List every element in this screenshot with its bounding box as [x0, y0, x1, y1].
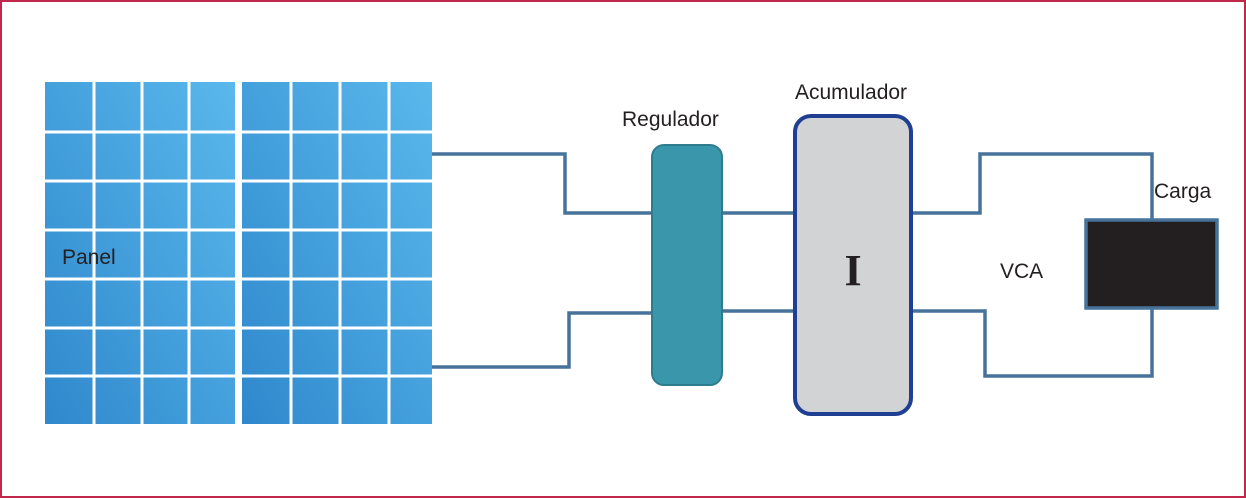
wire-negative-panel-side	[432, 311, 654, 369]
solar-panel-right	[242, 82, 432, 424]
load-block	[1084, 218, 1219, 310]
panel-label: Panel	[62, 246, 116, 269]
accumulator-label: Acumulador	[795, 81, 907, 104]
ac-voltage-label: VCA	[1000, 260, 1043, 283]
wiring	[432, 152, 1154, 378]
accumulator-block	[793, 114, 913, 416]
solar-panel-left	[45, 82, 235, 424]
load-label: Carga	[1154, 180, 1212, 203]
wire-negative-load-side	[722, 308, 1154, 378]
wire-positive-load-side	[722, 152, 1154, 220]
accumulator-symbol: I	[844, 246, 861, 295]
wire-positive-panel-side	[432, 152, 654, 215]
regulator-label: Regulador	[622, 108, 719, 131]
regulator-block	[651, 144, 723, 386]
